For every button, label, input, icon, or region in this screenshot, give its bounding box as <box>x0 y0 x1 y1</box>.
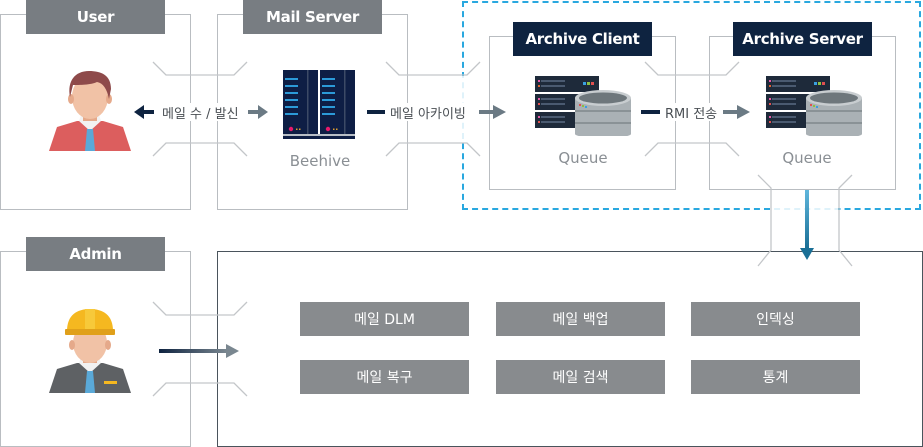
archive-server-caption: Queue <box>782 149 832 167</box>
function-statistics[interactable]: 통계 <box>691 360 860 394</box>
mail-server-caption: Beehive <box>289 152 351 170</box>
database-server-icon <box>535 76 631 136</box>
edge-label-client-server: RMI 전송 <box>663 103 720 122</box>
function-mail-restore[interactable]: 메일 복구 <box>300 360 469 394</box>
mail-server-header: Mail Server <box>243 0 382 34</box>
archive-server-header: Archive Server <box>733 22 872 56</box>
server-rack-icon <box>283 70 355 139</box>
edge-label-user-mail: 메일 수 / 발신 <box>160 103 241 122</box>
function-mail-dlm[interactable]: 메일 DLM <box>300 302 469 336</box>
edge-label-mail-archive: 메일 아카이빙 <box>388 103 468 122</box>
worker-hardhat-icon <box>49 309 131 393</box>
functions-box <box>217 251 923 447</box>
user-header: User <box>26 0 165 34</box>
database-server-icon <box>766 76 862 136</box>
admin-header: Admin <box>26 237 165 271</box>
function-indexing[interactable]: 인덱싱 <box>691 302 860 336</box>
function-mail-search[interactable]: 메일 검색 <box>496 360 665 394</box>
archive-client-caption: Queue <box>558 149 608 167</box>
function-mail-backup[interactable]: 메일 백업 <box>496 302 665 336</box>
person-icon <box>49 71 131 151</box>
archive-client-header: Archive Client <box>513 22 652 56</box>
